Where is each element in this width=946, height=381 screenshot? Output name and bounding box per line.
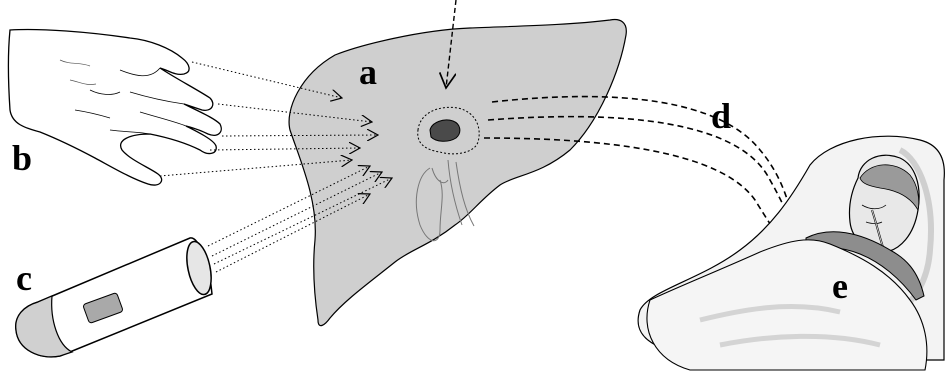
label-a: a bbox=[359, 52, 377, 92]
liver-icon bbox=[289, 20, 626, 326]
label-b: b bbox=[12, 138, 32, 178]
patient-in-bed-icon bbox=[638, 136, 944, 370]
label-d: d bbox=[711, 96, 731, 136]
hand-icon bbox=[9, 29, 222, 185]
ultrasound-probe-icon bbox=[16, 238, 216, 357]
label-e: e bbox=[832, 266, 848, 306]
label-c: c bbox=[16, 258, 32, 298]
